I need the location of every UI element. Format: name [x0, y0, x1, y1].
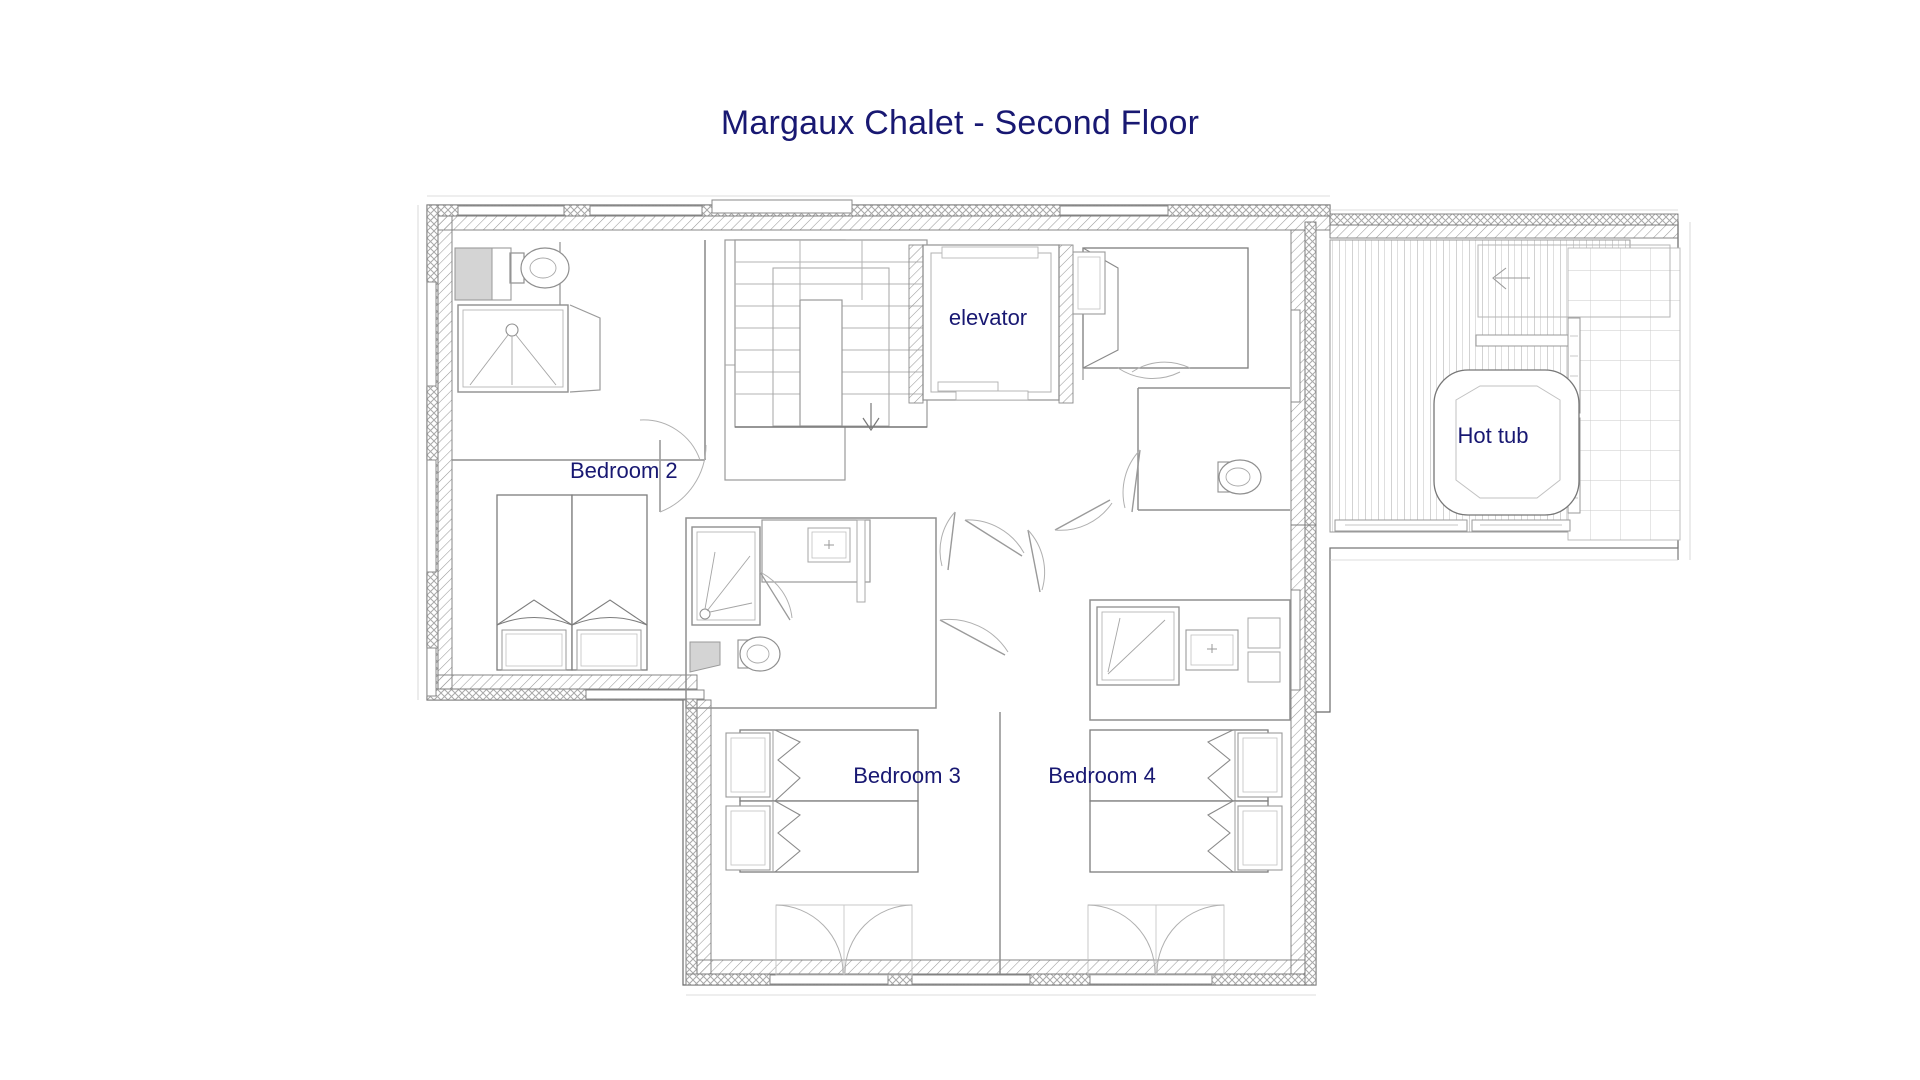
bed-bedroom4-bottom: [1089, 800, 1283, 873]
bed-bedroom2-right: [571, 494, 648, 671]
room-label-elevator: elevator: [949, 305, 1027, 330]
hot-tub: [1433, 369, 1580, 516]
bathroom-central: [685, 517, 937, 709]
shower-bedroom2: [457, 304, 601, 393]
shower-central: [691, 526, 761, 626]
room-label-bedroom-2: Bedroom 2: [570, 458, 678, 483]
room-bedroom-4: Bedroom 4: [1048, 729, 1283, 976]
bed-bedroom3-top: [725, 729, 919, 802]
page-title: Margaux Chalet - Second Floor: [720, 104, 1200, 142]
deck-direction-arrow: [1492, 267, 1530, 290]
stair-direction-arrow: [862, 403, 880, 432]
toilet-wc-right: [1217, 459, 1262, 495]
hallway-doors: [939, 499, 1113, 656]
terrace-hot-tub: Hot tub: [1329, 239, 1681, 541]
staircase: [734, 239, 928, 432]
basin-right: [1185, 629, 1239, 671]
toilet-bedroom2: [509, 247, 570, 289]
french-doors-bedroom4: [1087, 904, 1225, 976]
bed-bedroom3-bottom: [725, 800, 919, 873]
bed-upper-right: [1072, 247, 1249, 380]
room-label-hot-tub: Hot tub: [1458, 423, 1529, 448]
room-bedroom-3: Bedroom 3: [725, 712, 1001, 976]
wc-right: [1122, 387, 1290, 513]
bed-bedroom2-left: [496, 494, 573, 671]
windows: [426, 199, 1301, 985]
bed-bedroom4-top: [1089, 729, 1283, 802]
exterior-walls: [426, 204, 1679, 986]
vanity-central: [761, 519, 871, 583]
room-label-bedroom-3: Bedroom 3: [853, 763, 961, 788]
french-doors-bedroom3: [775, 904, 913, 976]
elevator-shaft: elevator: [908, 244, 1074, 404]
shower-right: [1096, 606, 1180, 686]
door-bedroom2: [659, 440, 707, 513]
room-label-bedroom-4: Bedroom 4: [1048, 763, 1156, 788]
guide-lines: [417, 195, 1691, 996]
toilet-central: [737, 636, 781, 672]
bathroom-right: [1089, 599, 1291, 721]
